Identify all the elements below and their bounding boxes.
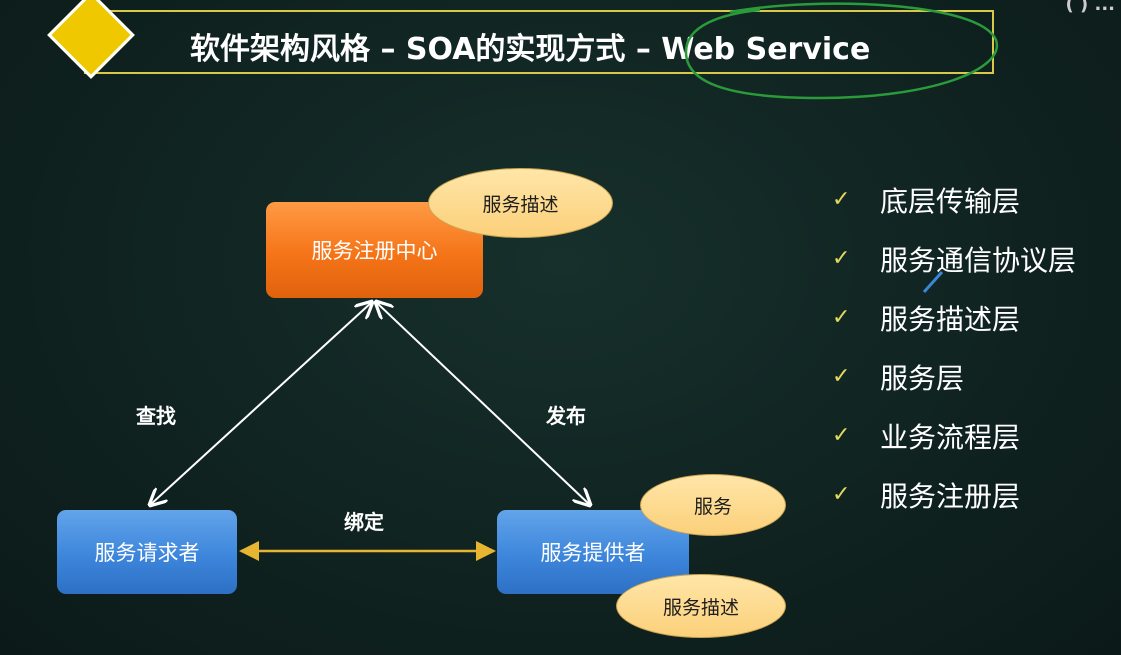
layer-item: ✓ 服务描述层 bbox=[832, 288, 1076, 347]
bind-label: 绑定 bbox=[344, 510, 384, 534]
check-icon: ✓ bbox=[832, 305, 851, 330]
publish-label: 发布 bbox=[546, 404, 586, 428]
provider-label: 服务提供者 bbox=[540, 541, 646, 565]
find-arrow bbox=[150, 302, 372, 505]
layer-label: 底层传输层 bbox=[880, 184, 1021, 218]
pen-cursor-icon bbox=[922, 270, 944, 294]
slide-title: 软件架构风格 – SOA的实现方式 – Web Service bbox=[190, 32, 871, 67]
check-icon: ✓ bbox=[832, 482, 851, 507]
layer-label: 服务注册层 bbox=[880, 479, 1021, 513]
publish-arrow bbox=[376, 302, 590, 505]
layer-label: 业务流程层 bbox=[880, 420, 1021, 454]
layer-label: 服务层 bbox=[880, 361, 965, 395]
provider-service-badge: 服务 bbox=[640, 474, 786, 536]
layer-item: ✓ 服务层 bbox=[832, 347, 1076, 406]
corner-mark: ( ) ... bbox=[1065, 0, 1116, 15]
find-label: 查找 bbox=[136, 404, 176, 428]
requester-box: 服务请求者 bbox=[57, 510, 237, 594]
layer-item: ✓ 服务注册层 bbox=[832, 465, 1076, 524]
registry-label: 服务注册中心 bbox=[311, 239, 438, 263]
registry-description-badge: 服务描述 bbox=[428, 168, 613, 238]
check-icon: ✓ bbox=[832, 423, 851, 448]
check-icon: ✓ bbox=[832, 187, 851, 212]
layer-item: ✓ 业务流程层 bbox=[832, 406, 1076, 465]
layer-item: ✓ 服务通信协议层 bbox=[832, 229, 1076, 288]
annotation-circle bbox=[684, 2, 999, 100]
check-icon: ✓ bbox=[832, 364, 851, 389]
check-icon: ✓ bbox=[832, 246, 851, 271]
provider-description-badge: 服务描述 bbox=[616, 574, 786, 638]
requester-label: 服务请求者 bbox=[94, 541, 200, 565]
layer-list: ✓ 底层传输层 ✓ 服务通信协议层 ✓ 服务描述层 ✓ 服务层 ✓ 业务流程层 … bbox=[832, 170, 1076, 524]
layer-label: 服务通信协议层 bbox=[880, 243, 1077, 277]
provider-box: 服务提供者 bbox=[497, 510, 689, 594]
layer-item: ✓ 底层传输层 bbox=[832, 170, 1076, 229]
layer-label: 服务描述层 bbox=[880, 302, 1021, 336]
